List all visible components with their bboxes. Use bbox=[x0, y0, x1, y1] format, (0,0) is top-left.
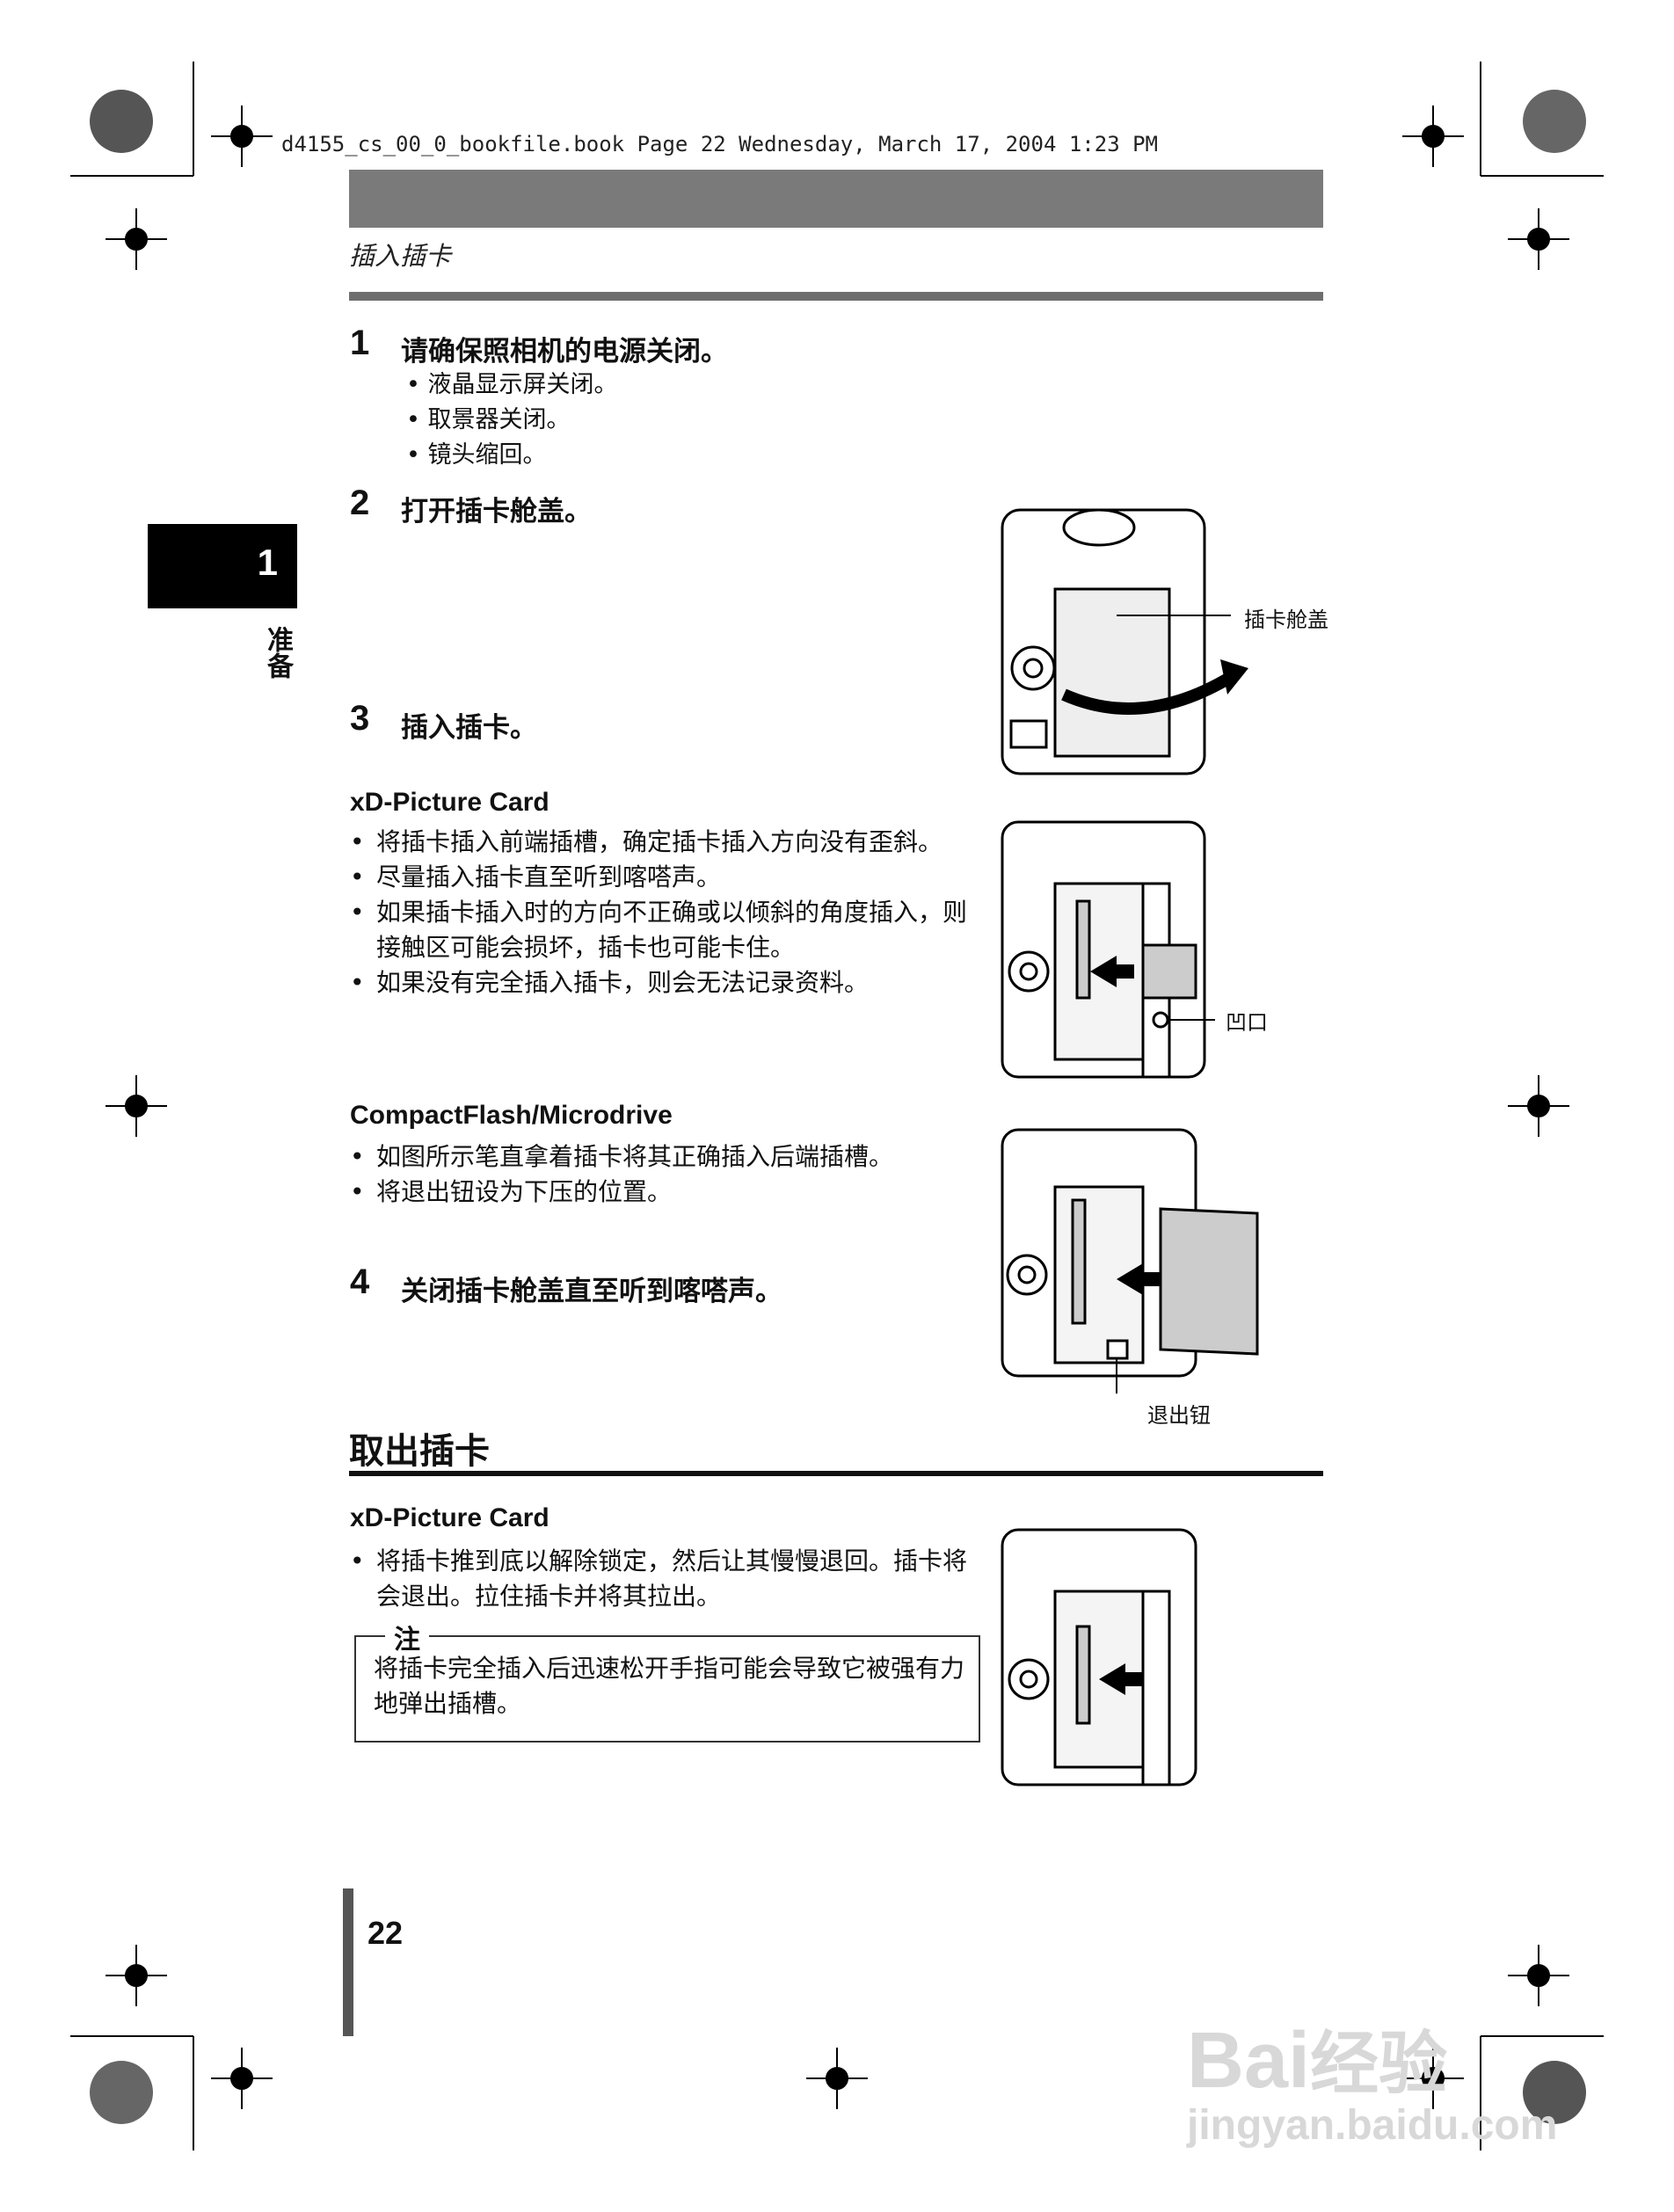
page-number: 22 bbox=[368, 1915, 404, 1951]
step-text: 请确保照相机的电源关闭。 bbox=[401, 336, 728, 367]
xd-insert-heading: xD-Picture Card bbox=[350, 788, 550, 817]
list-item: 如果没有完全插入插卡，则会无法记录资料。 bbox=[350, 965, 976, 1000]
chapter-tab: 1 bbox=[148, 524, 297, 608]
chapter-label: 准备 bbox=[262, 626, 293, 679]
camera-illustration-xd-insert bbox=[1001, 820, 1215, 1079]
page-marker-bar bbox=[343, 1888, 353, 2036]
camera-illustration-open-cover bbox=[1001, 508, 1248, 775]
step-text: 关闭插卡舱盖直至听到喀嗒声。 bbox=[401, 1276, 782, 1307]
step-1-sublist: • 液晶显示屏关闭。 • 取景器关闭。 • 镜头缩回。 bbox=[406, 367, 618, 473]
step-number: 3 bbox=[350, 699, 370, 738]
callout-card-cover: 插卡舱盖 bbox=[1244, 608, 1328, 632]
list-item: 将插卡插入前端插槽，确定插卡插入方向没有歪斜。 bbox=[350, 825, 976, 860]
note-text: 将插卡完全插入后迅速松开手指可能会导致它被强有力地弹出插槽。 bbox=[374, 1654, 965, 1718]
note-label: 注 bbox=[385, 1618, 429, 1656]
remove-title-rule bbox=[349, 1471, 1323, 1476]
step-number: 4 bbox=[350, 1262, 370, 1301]
header-bar bbox=[349, 170, 1323, 228]
xd-insert-bullets: 将插卡插入前端插槽，确定插卡插入方向没有歪斜。 尽量插入插卡直至听到喀嗒声。 如… bbox=[350, 825, 976, 1000]
callout-notch: 凹口 bbox=[1226, 1010, 1268, 1035]
sub-item: • 镜头缩回。 bbox=[406, 441, 547, 469]
sub-item: • 取景器关闭。 bbox=[406, 406, 571, 433]
remove-xd-heading: xD-Picture Card bbox=[350, 1503, 550, 1532]
step-text: 插入插卡。 bbox=[401, 712, 537, 744]
list-item: 如图所示笔直拿着插卡将其正确插入后端插槽。 bbox=[350, 1139, 976, 1175]
cf-insert-heading: CompactFlash/Microdrive bbox=[350, 1101, 673, 1130]
header-rule bbox=[349, 292, 1323, 301]
section-title: 插入插卡 bbox=[349, 241, 452, 271]
callout-eject-button: 退出钮 bbox=[1147, 1403, 1211, 1428]
starburst-top-left bbox=[90, 90, 153, 153]
watermark-brand: Bai经验 bbox=[1187, 2017, 1448, 2105]
sub-item: • 液晶显示屏关闭。 bbox=[406, 371, 618, 398]
book-header-line: d4155_cs_00_0_bookfile.book Page 22 Wedn… bbox=[281, 132, 1158, 156]
step-number: 1 bbox=[350, 324, 370, 362]
camera-illustration-xd-remove bbox=[1001, 1528, 1197, 1786]
remove-card-title: 取出插卡 bbox=[349, 1431, 490, 1472]
step-number: 2 bbox=[350, 484, 370, 522]
watermark-url: jingyan.baidu.com bbox=[1187, 2102, 1558, 2149]
list-item: 将退出钮设为下压的位置。 bbox=[350, 1175, 976, 1210]
cf-insert-bullets: 如图所示笔直拿着插卡将其正确插入后端插槽。 将退出钮设为下压的位置。 bbox=[350, 1139, 976, 1210]
step-text: 打开插卡舱盖。 bbox=[401, 496, 592, 528]
remove-bullets: 将插卡推到底以解除锁定，然后让其慢慢退回。插卡将会退出。拉住插卡并将其拉出。 bbox=[350, 1544, 976, 1614]
list-item: 尽量插入插卡直至听到喀嗒声。 bbox=[350, 860, 976, 895]
camera-illustration-cf-insert bbox=[1001, 1128, 1259, 1393]
list-item: 将插卡推到底以解除锁定，然后让其慢慢退回。插卡将会退出。拉住插卡并将其拉出。 bbox=[350, 1544, 976, 1614]
list-item: 如果插卡插入时的方向不正确或以倾斜的角度插入，则接触区可能会损坏，插卡也可能卡住… bbox=[350, 895, 976, 965]
note-box bbox=[354, 1635, 980, 1743]
chapter-number: 1 bbox=[257, 542, 278, 583]
